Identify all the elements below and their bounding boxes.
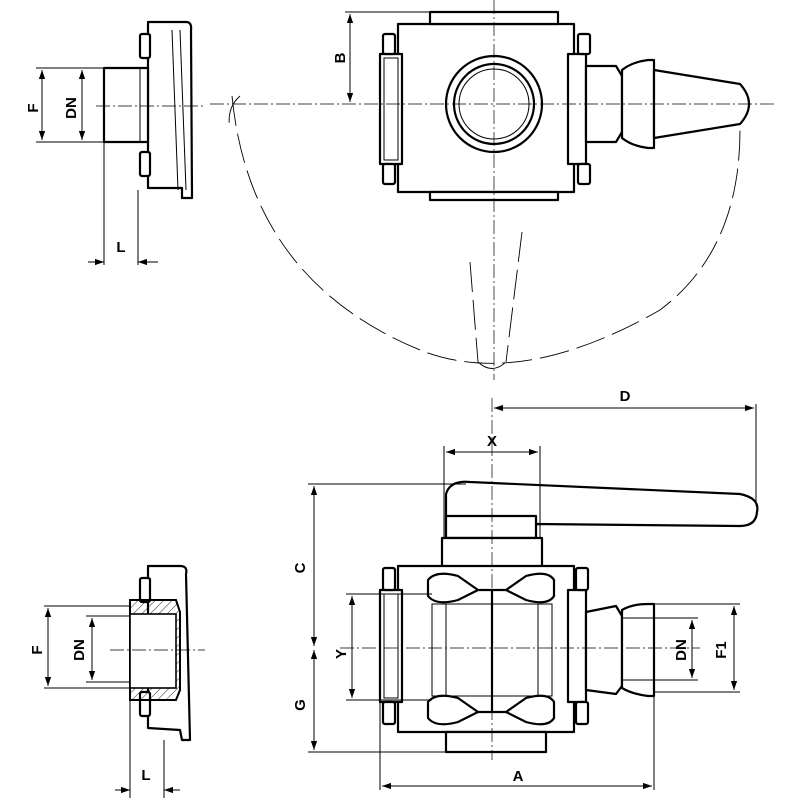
- bottom-flange-dn-label: DN: [71, 639, 88, 661]
- front-c-label: C: [292, 562, 309, 573]
- top-left-flange-view: F DN L: [25, 20, 205, 266]
- front-a-label: A: [513, 768, 524, 785]
- top-flange-f-label: F: [25, 103, 42, 112]
- front-y-label: Y: [333, 649, 350, 659]
- top-flange-dn-label: DN: [63, 97, 80, 119]
- front-valve-view: X D C G Y A DN F1: [292, 388, 759, 790]
- front-g-label: G: [292, 699, 309, 711]
- top-valve-plan-view: B: [210, 0, 775, 380]
- bottom-flange-l-label: L: [141, 767, 150, 784]
- front-d-label: D: [620, 388, 631, 405]
- plan-b-label: B: [332, 52, 349, 63]
- front-f1-label: F1: [713, 641, 730, 659]
- front-x-label: X: [487, 433, 497, 450]
- front-dn-label: DN: [673, 639, 690, 661]
- bottom-left-flange-view: F DN L: [29, 564, 205, 798]
- bottom-flange-f-label: F: [29, 645, 46, 654]
- top-flange-l-label: L: [116, 239, 125, 256]
